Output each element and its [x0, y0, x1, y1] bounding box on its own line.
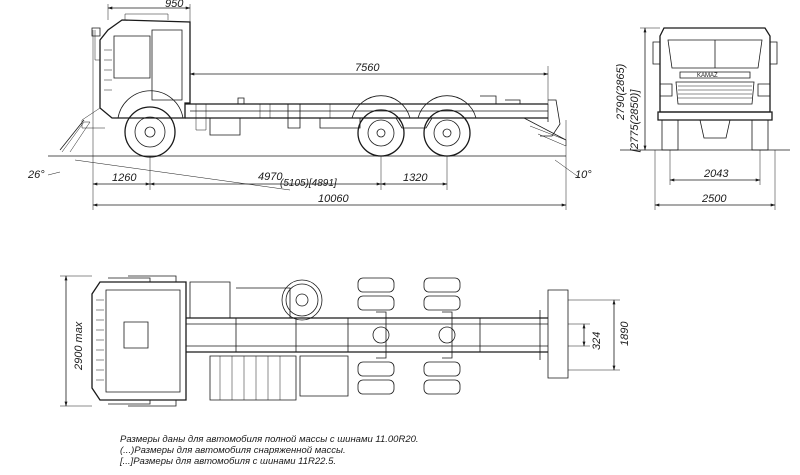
leader-line-rear — [554, 159, 581, 179]
dim-height-alt: [2775(2850)] — [629, 89, 641, 153]
frame-top — [186, 281, 569, 401]
departure-angle-line — [523, 117, 567, 141]
top-view: 2900 max 324 1890 — [60, 275, 631, 407]
dim-width: 2500 — [701, 193, 727, 205]
dim-departure-angle: 10° — [575, 169, 592, 181]
dim-front-overhang: 1260 — [112, 172, 137, 184]
note-curb-mass: (...)Размеры для автомобиля снаряженной … — [120, 445, 346, 456]
bogie-suspension — [395, 117, 433, 129]
approach-angle-line — [59, 119, 85, 151]
front-wheels-top — [128, 275, 177, 407]
dim-height: 2790(2865) — [615, 63, 627, 121]
front-view: KAMAZ 2790(2865) [2775(2850)] 2043 2500 — [615, 27, 790, 210]
spare-wheel-top — [285, 283, 319, 317]
dim-frame-width: 1890 — [619, 321, 631, 346]
chassis-frame-side — [185, 95, 561, 137]
dim-bogie-spacing: 1320 — [403, 172, 428, 184]
dim-wheelbase-main: 4970 — [258, 171, 283, 183]
rear-wheel-1-side — [351, 95, 411, 157]
truck-cab-front: KAMAZ — [652, 27, 778, 151]
dim-overall-length: 10060 — [318, 193, 349, 205]
front-wheel-side — [117, 90, 184, 158]
brand-badge: KAMAZ — [697, 73, 718, 79]
approach-hatch — [61, 121, 91, 153]
rear-wheel-2-side — [417, 95, 477, 157]
dim-track: 2043 — [703, 168, 729, 180]
dim-max-width: 2900 max — [73, 321, 85, 371]
rear-wheels-top — [357, 277, 461, 395]
side-view: 950 7560 1260 4970 (5105)[4891] 1320 100… — [27, 0, 592, 210]
truck-cab-side — [81, 13, 191, 129]
dim-wheelbase-total: 7560 — [355, 62, 380, 74]
dim-cab-overhang: 950 — [165, 0, 184, 10]
dim-approach-angle: 26° — [27, 169, 45, 181]
note-full-mass: Размеры даны для автомобиля полной массы… — [120, 434, 419, 445]
note-tires: [...]Размеры для автомобиля с шинами 11R… — [120, 456, 337, 467]
truck-cab-top — [91, 277, 187, 405]
dim-frame-inner: 324 — [591, 332, 603, 350]
dim-wheelbase-alt: (5105)[4891] — [280, 178, 337, 189]
